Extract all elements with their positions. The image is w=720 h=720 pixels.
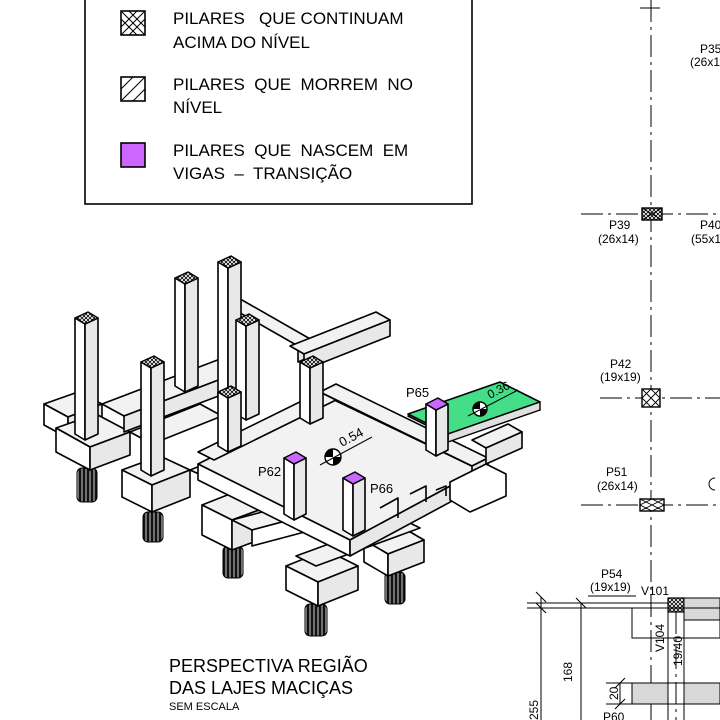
plan-dim-255: 255 [527,700,541,720]
plan-dim-168: 168 [561,662,575,682]
piles [76,467,406,637]
pillar-p62 [283,451,307,521]
plan-label-v104: V104 [653,624,667,652]
legend-item-2-line2: NÍVEL [173,98,222,117]
pillar-p65 [425,397,449,457]
plan-pillar-p51 [638,498,666,512]
thickness-symbol-green [467,389,519,417]
label-p62: P62 [258,464,281,479]
plan-label-p51: P51 [606,465,628,479]
legend-box: PILARES QUE CONTINUAM ACIMA DO NÍVEL PIL… [84,0,473,205]
transition-pillars [283,397,449,537]
pillar-p66 [342,471,366,537]
legend-crosshatch-icon [120,10,146,36]
plan-dims-p51: (26x14) [597,479,638,493]
plan-label-p60: P60 [603,710,625,720]
label-p65: P65 [406,385,429,400]
plan-pillar-p42 [641,388,661,408]
label-p66: P66 [370,481,393,496]
plan-label-p39: P39 [609,218,631,232]
plan-label-p54: P54 [601,567,623,581]
pillar-b [140,355,165,477]
plan-pillar-p39 [641,207,663,221]
legend-magenta-box-icon [120,142,146,168]
plan-dims-p40: (55x1 [691,232,720,246]
pillar-f [217,385,242,453]
plan-dim-20: 20 [607,686,621,700]
pillar-a [74,311,99,441]
plan-label-v101: V101 [641,584,669,598]
plan-dims-p39: (26x14) [598,232,639,246]
isometric-perspective: 0.54 0.36 P62 P65 P66 [43,255,541,637]
plan-dims-p54: (19x19) [590,580,631,594]
continuing-pillars [74,255,324,477]
legend-diagonal-hatch-icon [120,76,146,102]
plan-dims-p42: (19x19) [600,370,641,384]
pillar-g [299,355,324,425]
plan-dims-p35: (26x1 [690,55,720,69]
pillar-c [174,271,199,393]
legend-item-3-line2: VIGAS – TRANSIÇÃO [173,164,352,183]
perspective-title-line1: PERSPECTIVA REGIÃO [169,655,368,676]
perspective-title-line2: DAS LAJES MACIÇAS [169,678,353,698]
plan-label-p42: P42 [610,357,632,371]
legend-item-1-line2: ACIMA DO NÍVEL [173,33,310,52]
plan-label-p40: P40 [700,218,720,232]
plan-view: P35 (26x1 P39 (26x14) P40 (55x1 P42 (19x… [527,0,720,720]
perspective-subtitle: SEM ESCALA [169,701,240,713]
plan-label-beam-dim: 19/40 [671,636,685,666]
legend-item-3-line1: PILARES QUE NASCEM EM [173,141,408,160]
legend-item-2-line1: PILARES QUE MORREM NO [173,75,413,94]
thickness-symbol-main [319,436,373,466]
pile-caps [43,391,425,607]
legend-item-1-line1: PILARES QUE CONTINUAM [173,9,403,28]
plan-label-p35: P35 [700,42,720,56]
